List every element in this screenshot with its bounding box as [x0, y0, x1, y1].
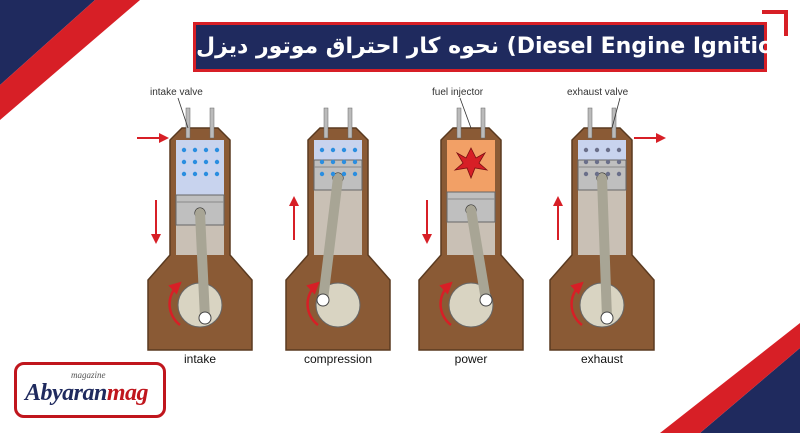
particle: [594, 171, 600, 177]
particle: [341, 147, 347, 153]
particle: [330, 159, 336, 165]
combustion-chamber-compression: [314, 140, 362, 160]
particle: [352, 171, 358, 177]
particle: [203, 147, 209, 153]
engine-power: [418, 107, 524, 351]
particle: [330, 147, 336, 153]
particle: [319, 171, 325, 177]
callout-leader-exhaust: [611, 97, 621, 129]
top-left-corner-decoration: [0, 0, 140, 120]
valve-right-compression: [347, 107, 353, 139]
rotation-arrow-compression: [306, 281, 320, 327]
callout-intake-valve: intake valve: [150, 87, 203, 98]
crank-pin-intake: [198, 311, 212, 325]
rotation-arrow-exhaust: [570, 281, 584, 327]
particle: [181, 171, 187, 177]
particle: [214, 171, 220, 177]
particle: [352, 147, 358, 153]
connecting-rod-power: [466, 205, 491, 305]
connecting-rod-intake: [195, 208, 210, 323]
particle: [583, 171, 589, 177]
connecting-rod-exhaust: [597, 173, 612, 323]
rotation-arrow-intake: [168, 281, 182, 327]
particle: [192, 159, 198, 165]
particle: [352, 159, 358, 165]
callout-leader-injector: [459, 97, 472, 129]
crank-pin-power: [479, 293, 493, 307]
particle: [594, 147, 600, 153]
crank-pin-exhaust: [600, 311, 614, 325]
particle: [203, 171, 209, 177]
valve-left-power: [456, 107, 462, 139]
crank-pin-compression: [316, 293, 330, 307]
stage-label-compression: compression: [303, 352, 373, 366]
particle: [192, 171, 198, 177]
particle: [214, 147, 220, 153]
valve-left-exhaust: [587, 107, 593, 139]
combustion-chamber-exhaust: [578, 140, 626, 160]
page-title: نحوه کار احتراق موتور دیزل (Diesel Engin…: [196, 34, 799, 59]
particle: [616, 147, 622, 153]
connecting-rod-compression: [318, 173, 343, 305]
callout-exhaust-valve: exhaust valve: [567, 87, 629, 98]
particle: [203, 159, 209, 165]
particle: [583, 147, 589, 153]
particle: [192, 147, 198, 153]
bottom-right-corner-decoration: [660, 323, 800, 433]
particle: [319, 159, 325, 165]
logo-wordmark: Abyaranmag: [25, 380, 149, 406]
particle: [341, 159, 347, 165]
particle: [594, 159, 600, 165]
particle: [605, 147, 611, 153]
abyaranmag-logo: magazine Abyaranmag: [14, 362, 166, 418]
ignition-burst-icon: [453, 147, 489, 180]
particle: [616, 171, 622, 177]
particle: [605, 159, 611, 165]
particle: [214, 159, 220, 165]
logo-tagline: magazine: [71, 370, 106, 380]
engine-intake: [147, 107, 253, 351]
stage-label-exhaust: exhaust: [580, 352, 624, 366]
callout-fuel-injector: fuel injector: [432, 87, 484, 98]
particle: [330, 171, 336, 177]
callout-leader-intake: [177, 97, 189, 129]
valve-right-power: [480, 107, 486, 139]
corner-bracket-mark: [762, 10, 788, 36]
valve-right-exhaust: [611, 107, 617, 139]
title-banner: نحوه کار احتراق موتور دیزل (Diesel Engin…: [193, 22, 799, 72]
engine-exhaust: [549, 107, 655, 351]
particle: [341, 171, 347, 177]
particle: [181, 159, 187, 165]
particle: [605, 171, 611, 177]
valve-left-compression: [323, 107, 329, 139]
engine-compression: [285, 107, 391, 351]
particle: [583, 159, 589, 165]
particle: [319, 147, 325, 153]
stage-label-intake: intake: [183, 352, 217, 366]
particle: [181, 147, 187, 153]
valve-right-intake: [209, 107, 215, 139]
particle: [616, 159, 622, 165]
rotation-arrow-power: [439, 281, 453, 327]
stage-label-power: power: [454, 352, 488, 366]
